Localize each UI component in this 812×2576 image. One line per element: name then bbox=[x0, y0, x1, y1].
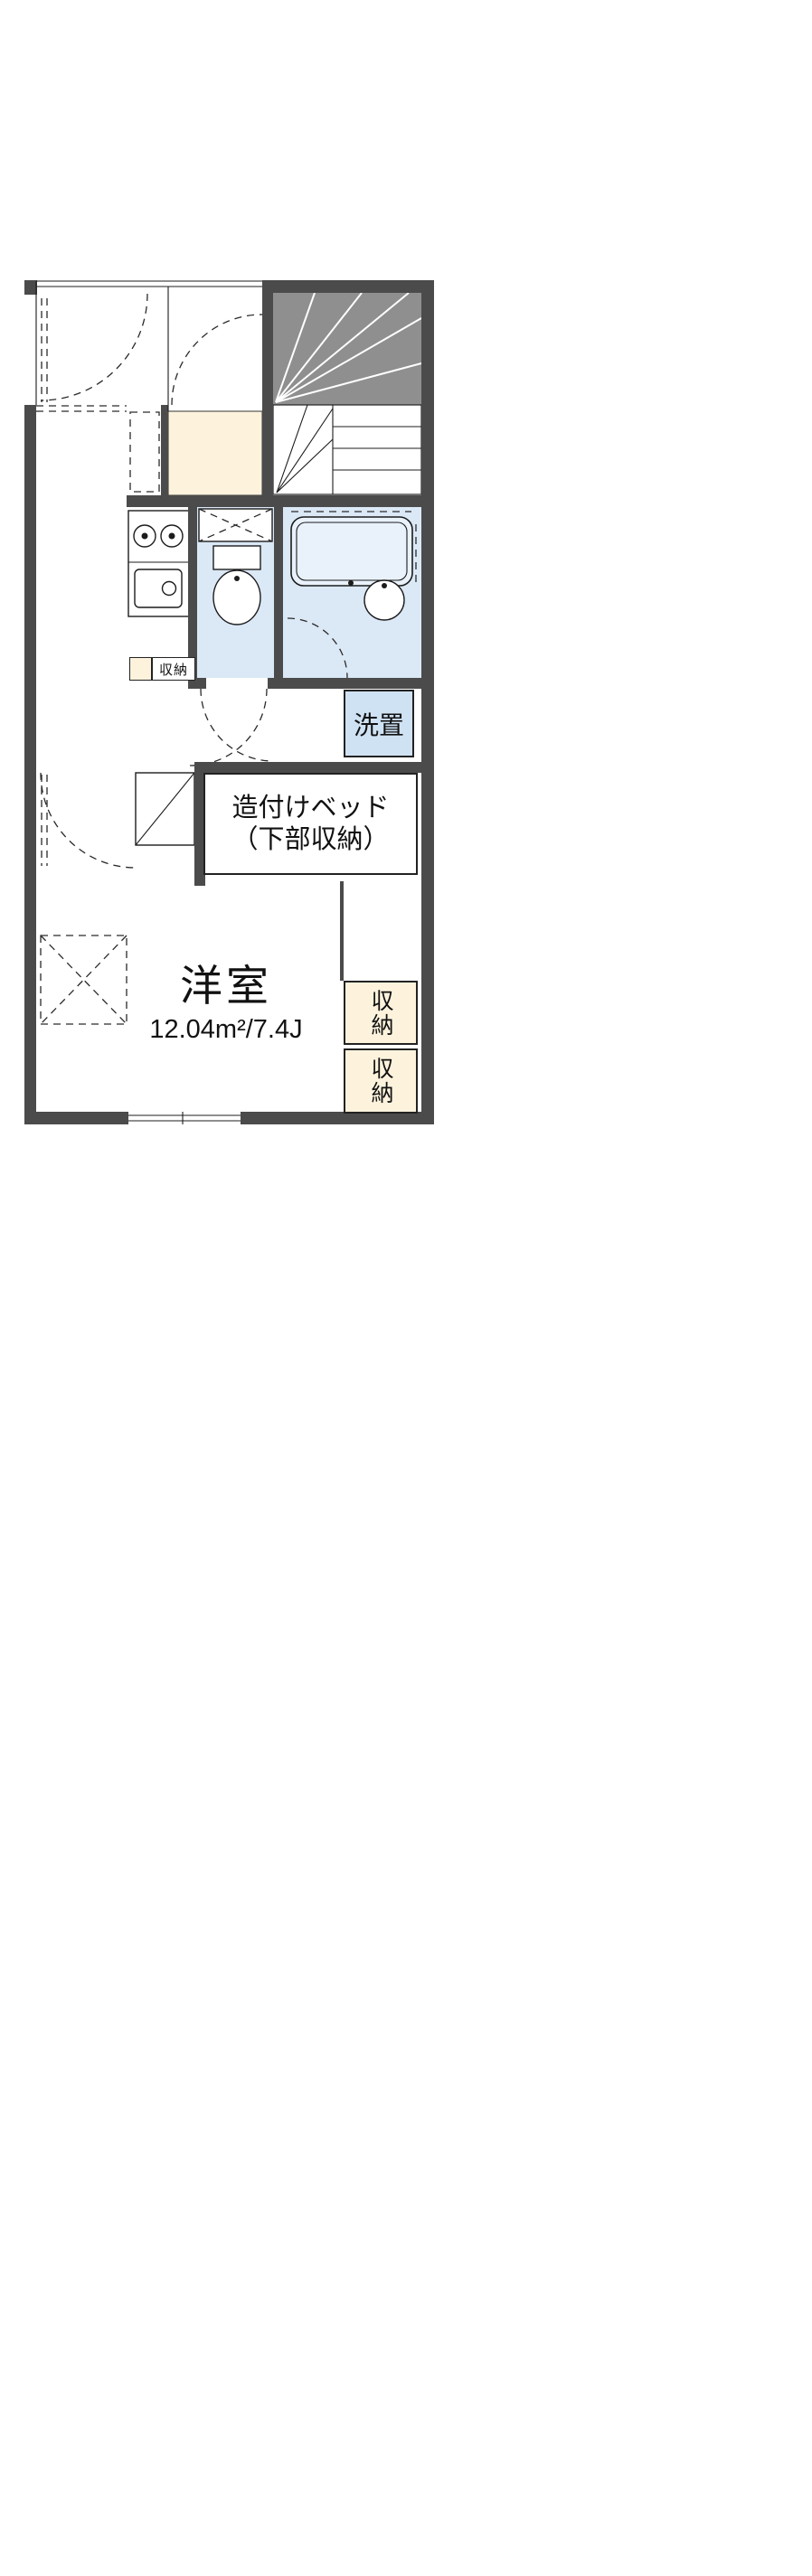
bathroom bbox=[287, 511, 417, 679]
closet-right-bottom: 収納 bbox=[344, 1048, 418, 1114]
bathtub bbox=[290, 516, 413, 587]
entrance-genkan-floor bbox=[167, 410, 263, 496]
washing-machine-area: 洗置 bbox=[344, 690, 414, 757]
overhead-closet-dashed bbox=[40, 935, 127, 1025]
kitchen-sink bbox=[134, 569, 183, 608]
toilet-room bbox=[198, 508, 273, 625]
walls bbox=[24, 280, 434, 1124]
closet-top-label: 収納 bbox=[368, 988, 393, 1038]
washbasin bbox=[364, 579, 405, 621]
kitchen-storage: 収納 bbox=[152, 657, 195, 681]
built-in-bed: 造付けベッド （下部収納） bbox=[203, 773, 418, 875]
toilet-door-swing bbox=[200, 688, 274, 762]
kitchen-unit bbox=[127, 510, 191, 617]
room-door-leaf bbox=[135, 772, 195, 846]
toilet-bowl bbox=[212, 569, 261, 625]
washer-label: 洗置 bbox=[353, 710, 404, 739]
closet-right-top: 収納 bbox=[344, 981, 418, 1045]
bath-door-swing bbox=[287, 617, 348, 679]
stair-lower-block bbox=[272, 404, 422, 495]
thin-lines bbox=[35, 280, 262, 1124]
bed-label-line1: 造付けベッド bbox=[231, 793, 390, 823]
door-swings bbox=[36, 293, 274, 1025]
main-room-label: 洋室 12.04m²/7.4J bbox=[109, 951, 344, 1045]
closet-bottom-label: 収納 bbox=[368, 1057, 393, 1105]
entrance-door-swing bbox=[171, 314, 263, 406]
toilet-tank bbox=[212, 545, 261, 570]
kitchen-storage-label: 収納 bbox=[158, 662, 188, 678]
porch-door-swing bbox=[40, 293, 148, 401]
staircase bbox=[272, 292, 422, 495]
room-size: 12.04m²/7.4J bbox=[149, 1015, 303, 1044]
bed-label-line2: （下部収納） bbox=[231, 824, 390, 854]
room-door-swing bbox=[40, 772, 137, 869]
kitchen-side-cabinet bbox=[129, 657, 152, 681]
room-name: 洋室 bbox=[180, 962, 272, 1010]
sink-drain bbox=[161, 580, 177, 597]
shoe-cabinet bbox=[129, 411, 160, 493]
corridor-door-swing bbox=[189, 688, 268, 766]
